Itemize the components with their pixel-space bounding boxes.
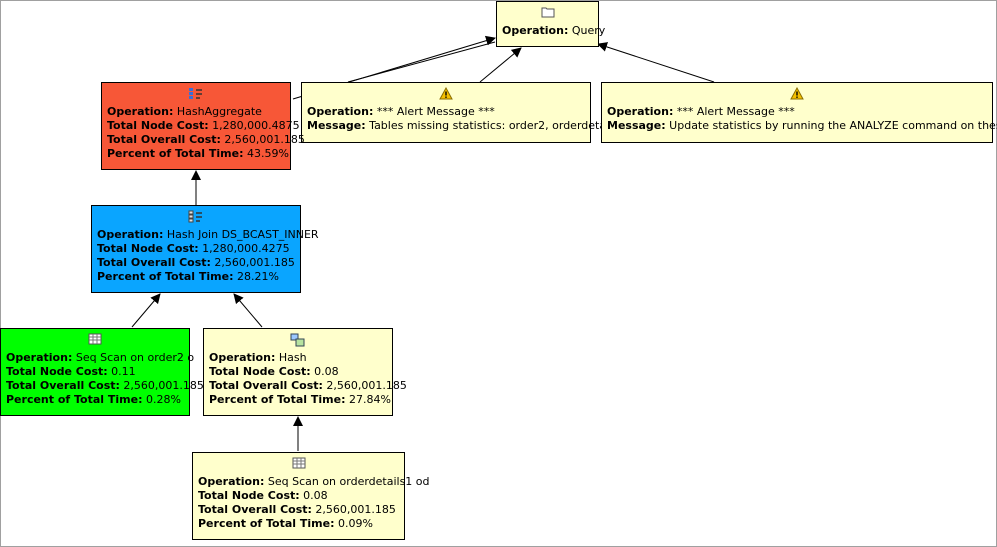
hashagg-node-cost: Total Node Cost: 1,280,000.4875 [107, 119, 300, 132]
hashjoin-node-cost: Total Node Cost: 1,280,000.4275 [97, 242, 290, 255]
aggregate-icon [107, 83, 285, 105]
edge-seqscan-hashjoin [131, 293, 161, 328]
seqscan-order2-percent: Percent of Total Time: 0.28% [6, 393, 181, 406]
edge-alert1-query-b [479, 47, 522, 83]
node-query[interactable]: Operation: Query [496, 1, 606, 47]
query-operation: Operation: Query [502, 24, 606, 37]
node-hash[interactable]: Operation: Hash Total Node Cost: 0.08 To… [203, 328, 407, 416]
edge-alert2-query [597, 42, 715, 83]
hash-percent: Percent of Total Time: 27.84% [209, 393, 391, 406]
alert2-message: Message: Update statistics by running th… [607, 119, 997, 132]
node-hash-join[interactable]: Operation: Hash Join DS_BCAST_INNER Tota… [91, 205, 319, 293]
seqscan-od-overall-cost: Total Overall Cost: 2,560,001.185 [198, 503, 396, 516]
hash-node-cost: Total Node Cost: 0.08 [209, 365, 339, 378]
join-icon [97, 206, 295, 228]
hash-operation: Operation: Hash [209, 351, 307, 364]
seqscan-order2-node-cost: Total Node Cost: 0.11 [6, 365, 136, 378]
hashagg-percent: Percent of Total Time: 43.59% [107, 147, 289, 160]
alert2-operation: Operation: *** Alert Message *** [607, 105, 795, 118]
edge-hash-hashjoin [233, 293, 263, 328]
node-alert-analyze[interactable]: Operation: *** Alert Message *** Message… [601, 82, 997, 143]
edge-alert1-query [347, 41, 496, 83]
seqscan-od-operation: Operation: Seq Scan on orderdetails1 od [198, 475, 430, 488]
folder-icon [502, 2, 593, 24]
node-hashaggregate[interactable]: Operation: HashAggregate Total Node Cost… [101, 82, 305, 170]
hashagg-overall-cost: Total Overall Cost: 2,560,001.185 [107, 133, 305, 146]
warning-icon [607, 83, 987, 105]
seqscan-order2-overall-cost: Total Overall Cost: 2,560,001.185 [6, 379, 204, 392]
node-alert-missing-stats[interactable]: Operation: *** Alert Message *** Message… [301, 82, 625, 143]
alert1-operation: Operation: *** Alert Message *** [307, 105, 495, 118]
hash-icon [209, 329, 387, 351]
node-seqscan-orderdetails1[interactable]: Operation: Seq Scan on orderdetails1 od … [192, 452, 430, 540]
hashagg-operation: Operation: HashAggregate [107, 105, 262, 118]
hashjoin-percent: Percent of Total Time: 28.21% [97, 270, 279, 283]
hashjoin-overall-cost: Total Overall Cost: 2,560,001.185 [97, 256, 295, 269]
hash-overall-cost: Total Overall Cost: 2,560,001.185 [209, 379, 407, 392]
alert1-message: Message: Tables missing statistics: orde… [307, 119, 625, 132]
node-seqscan-order2[interactable]: Operation: Seq Scan on order2 o Total No… [0, 328, 204, 416]
seqscan-od-node-cost: Total Node Cost: 0.08 [198, 489, 328, 502]
seqscan-od-percent: Percent of Total Time: 0.09% [198, 517, 373, 530]
seqscan-order2-operation: Operation: Seq Scan on order2 o [6, 351, 195, 364]
table-scan-icon [198, 453, 399, 475]
warning-icon [307, 83, 585, 105]
table-scan-icon [6, 329, 184, 351]
hashjoin-operation: Operation: Hash Join DS_BCAST_INNER [97, 228, 319, 241]
